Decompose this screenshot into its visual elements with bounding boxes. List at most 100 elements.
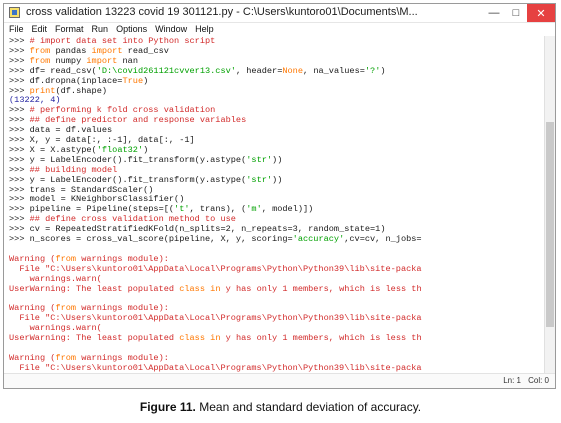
shell-line: >>> n_scores = cross_val_score(pipeline,… xyxy=(9,234,422,245)
shell-line: >>> from pandas import read_csv xyxy=(9,45,169,57)
shell-line: Warning (from warnings module): xyxy=(9,352,169,364)
shell-token: UserWarning: The least populated xyxy=(9,283,180,294)
shell-token: from xyxy=(29,45,51,56)
shell-line: >>> y = LabelEncoder().fit_transform(y.a… xyxy=(9,174,283,186)
shell-token: , na_values= xyxy=(303,65,365,76)
shell-line: >>> X = X.astype('float32') xyxy=(9,144,148,156)
shell-token: in xyxy=(210,333,221,343)
shell-token: , trans), ( xyxy=(189,204,247,215)
shell-token: )) xyxy=(272,174,283,185)
shell-token: ) xyxy=(143,75,149,86)
shell-token: Warning ( xyxy=(9,352,56,363)
title-bar[interactable]: cross validation 13223 covid 19 301121.p… xyxy=(4,4,555,23)
maximize-button[interactable]: □ xyxy=(512,7,520,19)
shell-token: ## building model xyxy=(29,164,118,175)
shell-token: class xyxy=(179,333,205,343)
shell-token: File "C:\Users\kuntoro01\AppData\Local\P… xyxy=(9,263,422,274)
caption-text: Mean and standard deviation of accuracy. xyxy=(195,400,422,414)
menu-options[interactable]: Options xyxy=(116,24,148,34)
shell-line: >>> cv = RepeatedStratifiedKFold(n_split… xyxy=(9,224,385,235)
menu-format[interactable]: Format xyxy=(55,24,84,34)
shell-token: from xyxy=(55,303,77,314)
shell-token: 'str' xyxy=(246,174,273,185)
close-button[interactable]: ✕ xyxy=(527,4,555,22)
shell-token: True xyxy=(122,75,144,86)
shell-line: >>> ## define cross validation method to… xyxy=(9,214,236,225)
shell-token: File "C:\Users\kuntoro01\AppData\Local\P… xyxy=(9,362,422,373)
shell-token: >>> xyxy=(9,36,30,46)
shell-token: >>> xyxy=(9,204,30,215)
shell-token: X, y = data[:, :-1], data[:, -1] xyxy=(29,135,195,145)
shell-token: 't' xyxy=(174,204,190,215)
menu-help[interactable]: Help xyxy=(195,24,214,34)
shell-token: data = df.values xyxy=(29,125,113,136)
shell-line: >>> trans = StandardScaler() xyxy=(9,184,153,196)
shell-line: >>> df= read_csv('D:\covid261121cvver13.… xyxy=(9,65,386,77)
figure-caption: Figure 11. Mean and standard deviation o… xyxy=(0,400,561,414)
shell-token: from xyxy=(29,55,51,66)
shell-token: read_csv xyxy=(122,45,169,56)
shell-line: >>> X, y = data[:, :-1], data[:, -1] xyxy=(9,135,195,146)
shell-token: warnings module): xyxy=(76,303,169,314)
shell-token: warnings.warn( xyxy=(9,323,102,334)
shell-line: UserWarning: The least populated class i… xyxy=(9,283,422,295)
shell-token: (13222, 4) xyxy=(9,95,61,106)
shell-token: y has only 1 members, which is less th xyxy=(220,283,422,294)
menu-edit[interactable]: Edit xyxy=(31,24,48,34)
shell-token: , model)]) xyxy=(261,204,314,215)
shell-token: nan xyxy=(117,55,138,66)
status-bar: Ln: 1 Col: 0 xyxy=(4,373,555,388)
shell-token: >>> xyxy=(9,184,30,195)
caption-label: Figure 11. xyxy=(139,400,196,414)
shell-token: >>> xyxy=(9,45,30,56)
shell-line: warnings.warn( xyxy=(9,274,102,285)
status-column: Col: 0 xyxy=(528,376,549,385)
shell-token: >>> xyxy=(9,154,30,165)
shell-token: df.dropna(inplace= xyxy=(29,75,123,86)
shell-line: >>> print(df.shape) xyxy=(9,85,108,97)
shell-token: , header= xyxy=(235,65,283,76)
shell-line: >>> y = LabelEncoder().fit_transform(y.a… xyxy=(9,154,282,166)
menu-window[interactable]: Window xyxy=(155,24,188,34)
shell-token: 'float32' xyxy=(96,144,144,155)
menu-bar: File Edit Format Run Options Window Help xyxy=(4,22,555,36)
shell-text-area[interactable]: >>> # import data set into Python script… xyxy=(4,36,545,374)
shell-line: UserWarning: The least populated class i… xyxy=(9,333,422,344)
shell-token: ,cv=cv, n_jobs= xyxy=(344,234,422,244)
shell-token: in xyxy=(210,283,221,294)
shell-token: '?' xyxy=(364,65,381,76)
menu-run[interactable]: Run xyxy=(91,24,109,34)
scrollbar-thumb[interactable] xyxy=(546,122,554,327)
shell-token: ) xyxy=(380,65,386,76)
shell-line: File "C:\Users\kuntoro01\AppData\Local\P… xyxy=(9,263,422,275)
shell-token: import xyxy=(86,55,118,66)
menu-file[interactable]: File xyxy=(9,24,24,34)
shell-token: >>> xyxy=(9,55,30,66)
shell-token: y = LabelEncoder().fit_transform(y.astyp… xyxy=(29,174,247,185)
shell-token: warnings module): xyxy=(76,352,169,363)
shell-token: (df.shape) xyxy=(55,85,108,96)
shell-token: # performing k fold cross validation xyxy=(29,105,216,116)
minimize-button[interactable]: — xyxy=(488,7,500,19)
shell-token: df= read_csv( xyxy=(29,65,97,76)
shell-token: >>> xyxy=(9,164,30,175)
shell-line: Warning (from warnings module): xyxy=(9,253,169,265)
shell-token: >>> xyxy=(9,85,30,96)
shell-token: >>> xyxy=(9,115,30,126)
shell-line: >>> from numpy import nan xyxy=(9,55,138,67)
shell-line: Warning (from warnings module): xyxy=(9,303,169,314)
shell-line: >>> # import data set into Python script xyxy=(9,36,215,47)
vertical-scrollbar[interactable] xyxy=(544,36,555,374)
shell-token: 'str' xyxy=(246,154,273,165)
shell-token: None xyxy=(282,65,303,76)
shell-token: y has only 1 members, which is less th xyxy=(220,333,422,343)
shell-token: Warning ( xyxy=(9,253,56,264)
shell-token: >>> xyxy=(9,135,30,145)
shell-token: X = X.astype( xyxy=(29,144,97,155)
idle-shell-window: cross validation 13223 covid 19 301121.p… xyxy=(3,3,556,389)
shell-line: >>> df.dropna(inplace=True) xyxy=(9,75,149,87)
shell-token: from xyxy=(55,352,77,363)
shell-token: >>> xyxy=(9,65,30,76)
shell-line: >>> model = KNeighborsClassifier() xyxy=(9,194,184,205)
shell-token: UserWarning: The least populated xyxy=(9,333,180,343)
